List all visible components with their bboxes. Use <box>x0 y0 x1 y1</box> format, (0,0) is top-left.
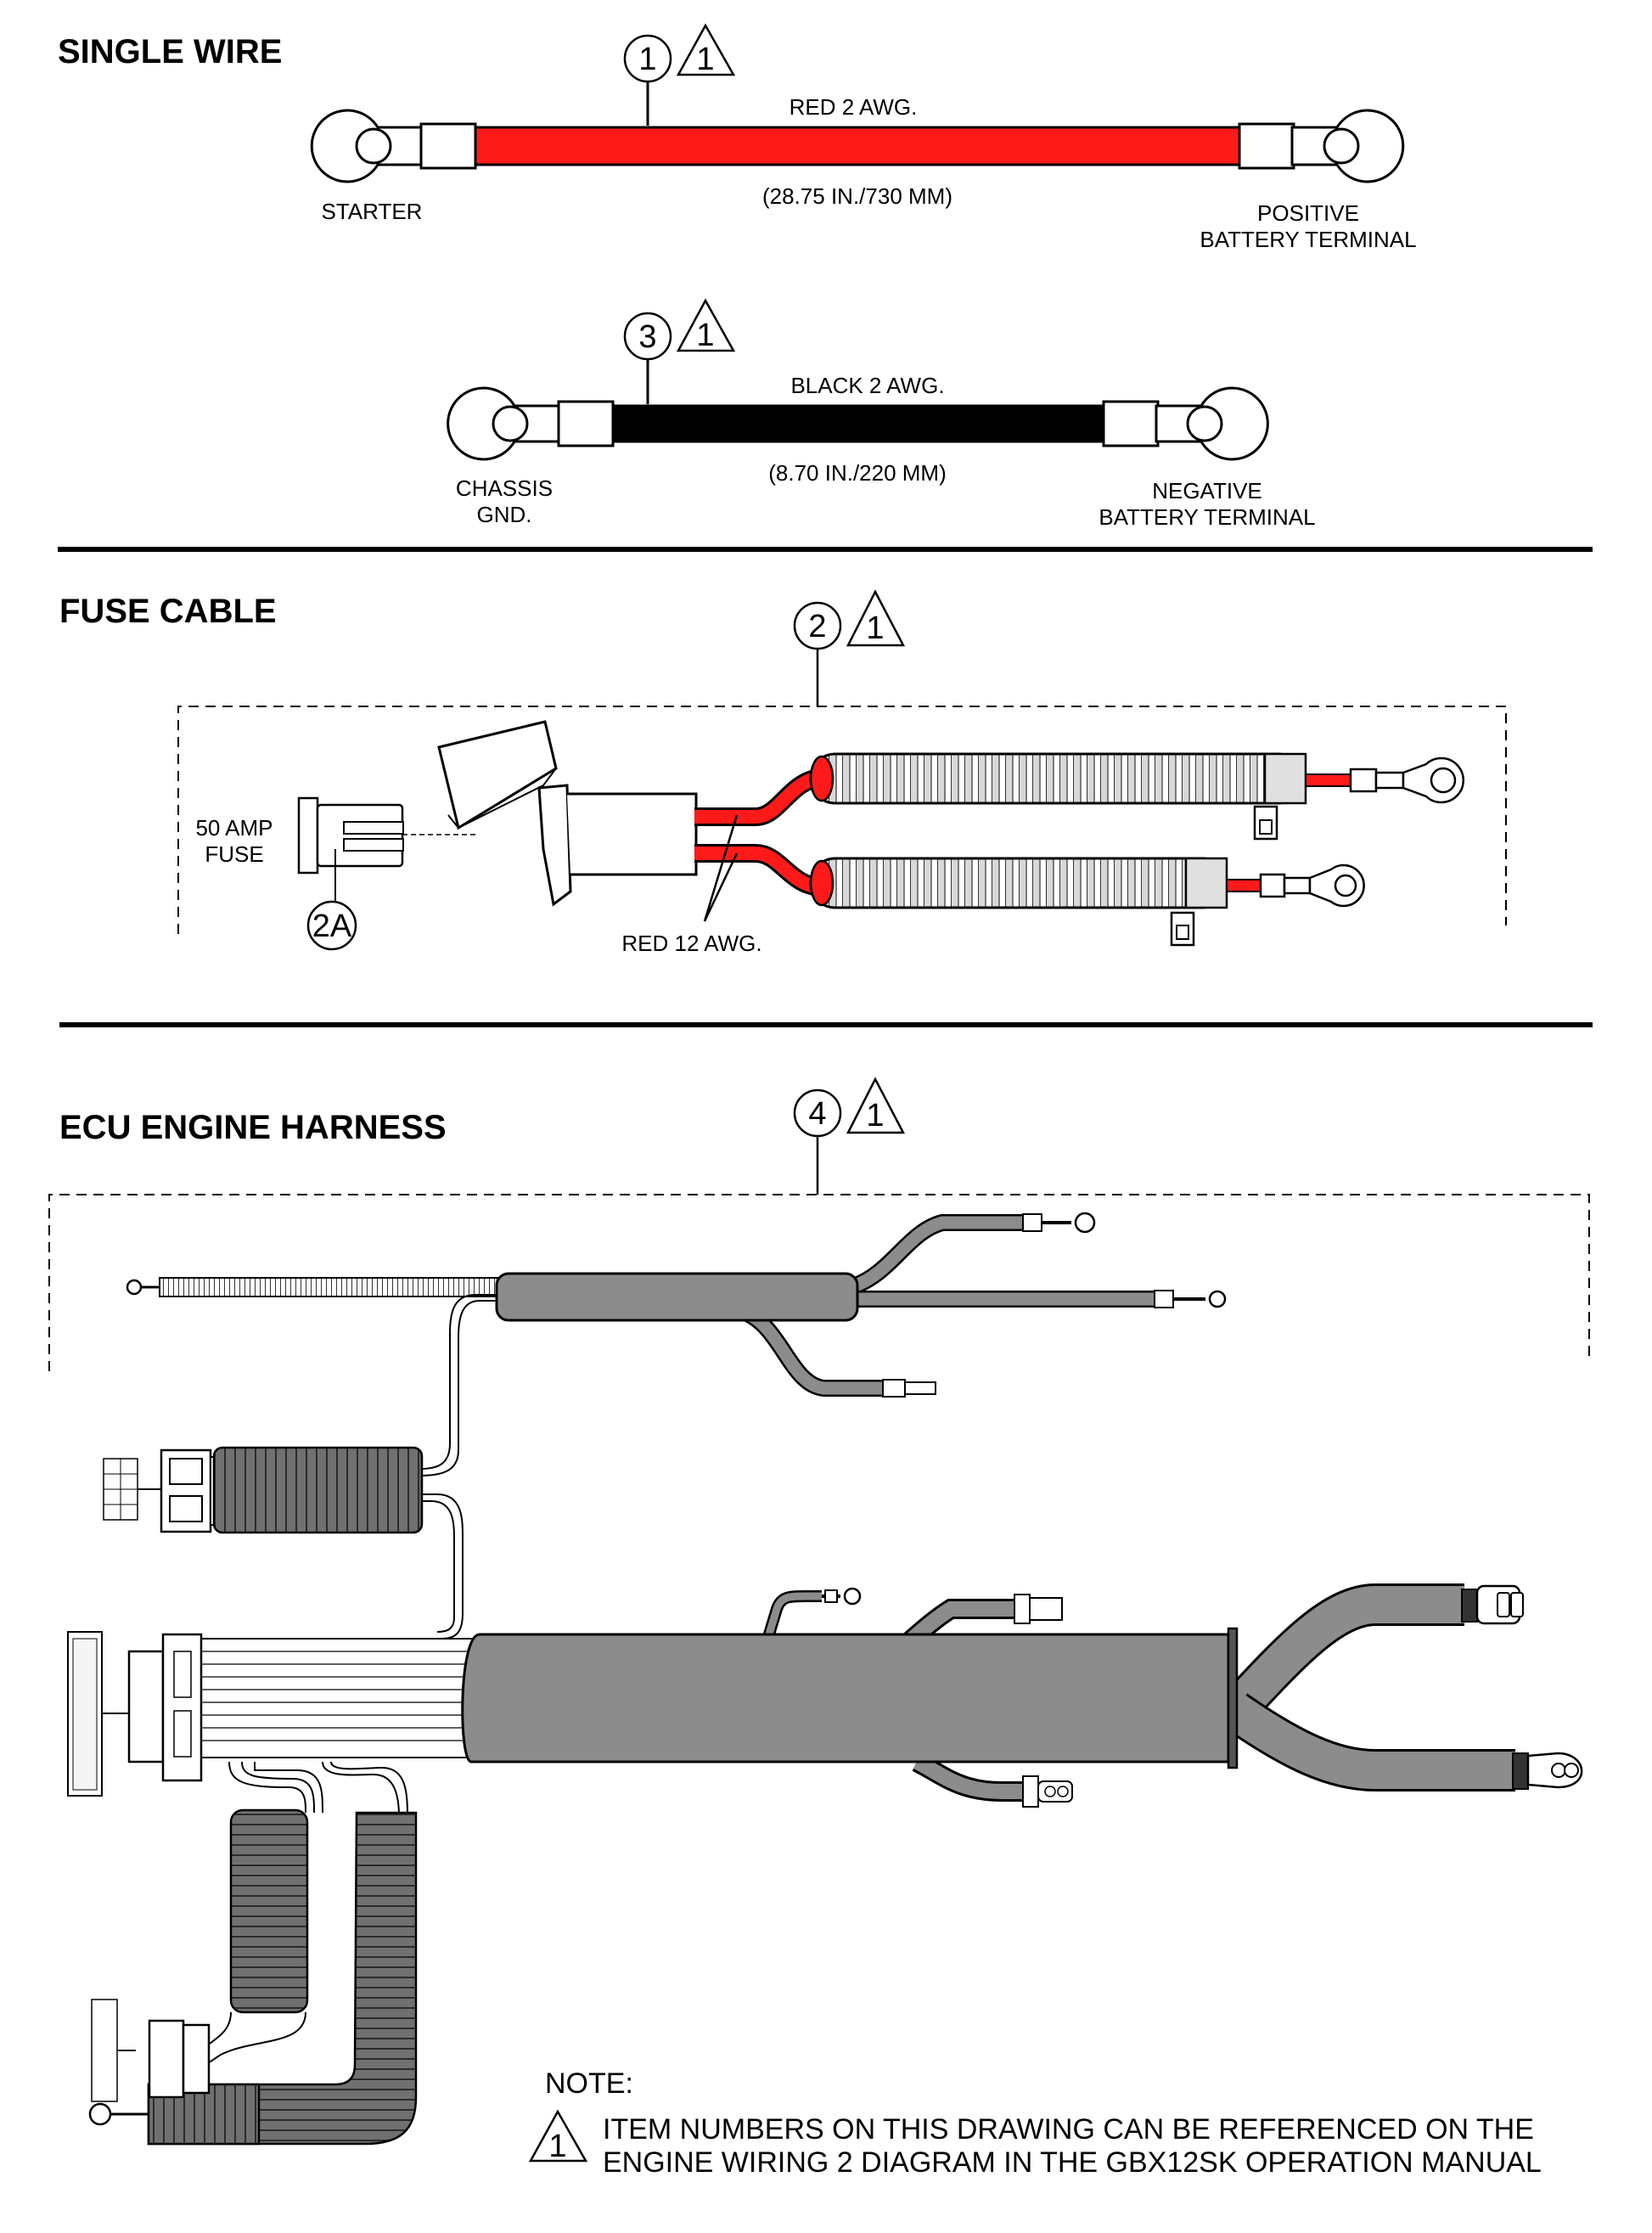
callout-number: 2A <box>312 908 352 944</box>
fuse-holder <box>437 720 698 907</box>
red-12awg-wires <box>694 768 829 922</box>
chassis-gnd-label-1: CHASSIS <box>456 475 553 501</box>
black-2awg-wire <box>447 386 1269 461</box>
lower-wire-bundle <box>228 1761 408 1818</box>
note-title: NOTE: <box>545 2067 633 2100</box>
positive-terminal-label-1: POSITIVE <box>1257 200 1359 226</box>
red-wire-length: (28.75 IN./730 MM) <box>762 183 952 209</box>
revision-flag-number: 1 <box>696 318 714 353</box>
revision-flag-number: 1 <box>866 1098 884 1133</box>
callout-item-4: 4 1 <box>793 1077 906 1195</box>
section-title-single-wire: SINGLE WIRE <box>58 33 282 70</box>
ecu-ribbon <box>200 1638 482 1758</box>
top-harness-jacket <box>495 1272 859 1322</box>
lower-coiled-cord <box>809 857 1365 947</box>
top-spring-lead <box>126 1277 498 1297</box>
callout-item-3: 3 1 <box>623 298 736 404</box>
section-title-fuse-cable: FUSE CABLE <box>59 593 277 630</box>
fuse-wire-label: RED 12 AWG. <box>621 931 761 956</box>
black-wire-label: BLACK 2 AWG. <box>790 373 944 398</box>
thin-wire-bundle <box>419 1294 497 1640</box>
fuse-50amp <box>297 796 475 902</box>
positive-terminal-label-2: BATTERY TERMINAL <box>1200 227 1416 252</box>
upper-corrugated-loom <box>212 1446 424 1534</box>
chassis-gnd-label-2: GND. <box>477 502 532 527</box>
ecu-harness-bracket <box>48 1194 1590 1371</box>
upper-coiled-cord <box>809 752 1464 841</box>
12-pin-connector <box>103 1448 220 1533</box>
callout-number: 3 <box>638 319 656 355</box>
red-wire-label: RED 2 AWG. <box>789 94 918 120</box>
black-wire-length: (8.70 IN./220 MM) <box>768 460 947 486</box>
note-line-1: ITEM NUMBERS ON THIS DRAWING CAN BE REFE… <box>603 2113 1534 2146</box>
note-line-2: ENGINE WIRING 2 DIAGRAM IN THE GBX12SK O… <box>603 2146 1542 2179</box>
callout-item-2: 2 1 <box>793 589 906 706</box>
note-flag-number: 1 <box>548 2129 566 2164</box>
fuse-rating-label-2: FUSE <box>205 841 263 867</box>
note-flag: 1 <box>528 2109 588 2164</box>
left-corrugated-loom <box>229 1808 309 2014</box>
negative-terminal-label-2: BATTERY TERMINAL <box>1099 504 1315 530</box>
fuse-cable-bracket <box>177 706 1507 934</box>
negative-terminal-label-1: NEGATIVE <box>1152 478 1262 503</box>
fuse-rating-label-1: 50 AMP <box>195 815 273 841</box>
revision-flag-number: 1 <box>866 610 884 646</box>
smp-connector <box>91 1999 306 2102</box>
ecu-connector <box>67 1631 203 1797</box>
bottom-ring-terminal <box>88 2102 149 2126</box>
main-harness-trunk <box>461 1583 1583 1808</box>
callout-number: 4 <box>808 1096 826 1132</box>
revision-flag-number: 1 <box>696 42 714 77</box>
red-2awg-wire <box>310 109 1405 183</box>
callout-item-2a: 2A <box>306 900 357 951</box>
section-title-ecu-harness: ECU ENGINE HARNESS <box>59 1109 447 1146</box>
callout-number: 2 <box>808 609 826 644</box>
callout-number: 1 <box>638 42 656 77</box>
starter-label: STARTER <box>322 199 423 224</box>
callout-item-1: 1 1 <box>623 23 736 126</box>
